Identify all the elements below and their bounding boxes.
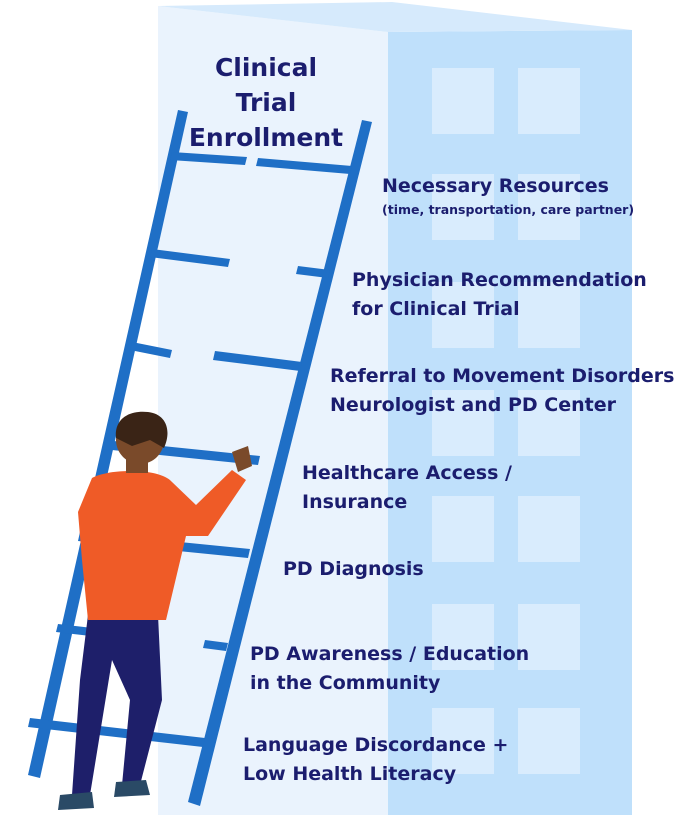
rung-label-line-1: Necessary Resources xyxy=(382,175,609,197)
rung-label-line-1: Healthcare Access / xyxy=(302,462,512,484)
rung-label-line-2: Low Health Literacy xyxy=(243,763,457,785)
rung-label-line-1: Physician Recommendation xyxy=(352,269,647,291)
rung-label-physician-recommendation: Physician Recommendation for Clinical Tr… xyxy=(352,266,647,324)
rung-label-pd-awareness: PD Awareness / Education in the Communit… xyxy=(250,640,529,698)
title-line-3: Enrollment xyxy=(188,123,344,152)
title-line-2: Trial xyxy=(235,88,297,117)
rung-label-line-2: Neurologist and PD Center xyxy=(330,394,616,416)
title-line-1: Clinical xyxy=(214,53,318,82)
rung-label-line-2: Insurance xyxy=(302,491,408,513)
rung-label-line-1: Language Discordance + xyxy=(243,734,509,756)
rung-label-referral: Referral to Movement Disorders Neurologi… xyxy=(330,362,674,420)
rung-label-healthcare-access: Healthcare Access / Insurance xyxy=(302,459,512,517)
building-icon xyxy=(158,2,632,815)
rung-label-necessary-resources: Necessary Resources (time, transportatio… xyxy=(382,172,634,219)
rung-label-line-1: PD Awareness / Education xyxy=(250,643,530,665)
rung-label-subtext: (time, transportation, care partner) xyxy=(382,202,635,217)
rung-label-line-2: for Clinical Trial xyxy=(352,298,520,320)
rung-label-line-1: PD Diagnosis xyxy=(283,558,424,580)
rung-label-line-1: Referral to Movement Disorders xyxy=(330,365,675,387)
person-climber-icon xyxy=(58,411,252,810)
rung-label-language-discordance: Language Discordance + Low Health Litera… xyxy=(243,731,508,789)
ladder-top-title: Clinical Trial Enrollment xyxy=(186,50,346,155)
rung-label-pd-diagnosis: PD Diagnosis xyxy=(283,555,424,584)
rung-label-line-2: in the Community xyxy=(250,672,441,694)
